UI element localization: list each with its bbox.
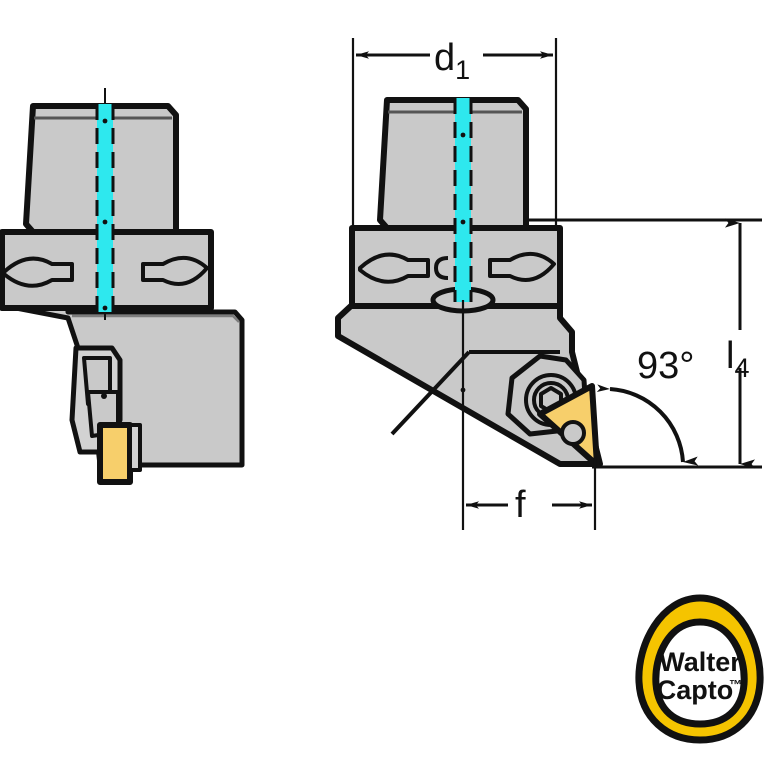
side-view-clamp-slot-left — [2, 256, 74, 288]
l4-label: l4 — [726, 335, 749, 383]
dimension-f: f — [461, 300, 597, 530]
dimension-l4: l4 — [528, 218, 762, 469]
l4-label-main: l — [726, 335, 734, 377]
angle-arc — [596, 384, 699, 466]
side-view-clamp-slot-right — [141, 256, 209, 286]
logo-text-walter: Walter — [659, 647, 741, 677]
logo-trademark: ™ — [729, 677, 742, 692]
f-label: f — [515, 484, 526, 526]
d1-label: d1 — [434, 37, 470, 85]
side-view-insert-backing — [128, 423, 142, 472]
front-view-shank — [377, 97, 529, 231]
front-view — [335, 97, 603, 470]
front-view-center-hook — [433, 256, 449, 280]
angle-label: 93° — [637, 345, 694, 387]
d1-label-main: d — [434, 37, 455, 79]
front-view-clamp-slot-right — [488, 252, 556, 282]
front-view-coolant-channel — [453, 98, 473, 470]
d1-label-subscript: 1 — [455, 55, 470, 85]
side-view — [0, 88, 245, 485]
front-view-clamp-slot-left — [358, 252, 430, 284]
side-view-insert — [97, 422, 133, 485]
front-view-facet-diagonal — [390, 350, 471, 436]
dimension-d1: d1 — [351, 37, 558, 230]
logo-inner-shape — [652, 618, 748, 728]
side-view-lower-body-highlight — [72, 314, 240, 323]
front-view-insert-screw — [560, 420, 586, 446]
logo-text-capto: Capto — [657, 675, 734, 705]
dimension-angle: 93° — [596, 345, 699, 466]
side-view-coolant-channel — [95, 88, 115, 320]
side-view-screw-dot — [101, 393, 107, 399]
l4-label-subscript: 4 — [734, 353, 749, 383]
walter-capto-logo: Walter Capto ™ — [635, 594, 764, 744]
